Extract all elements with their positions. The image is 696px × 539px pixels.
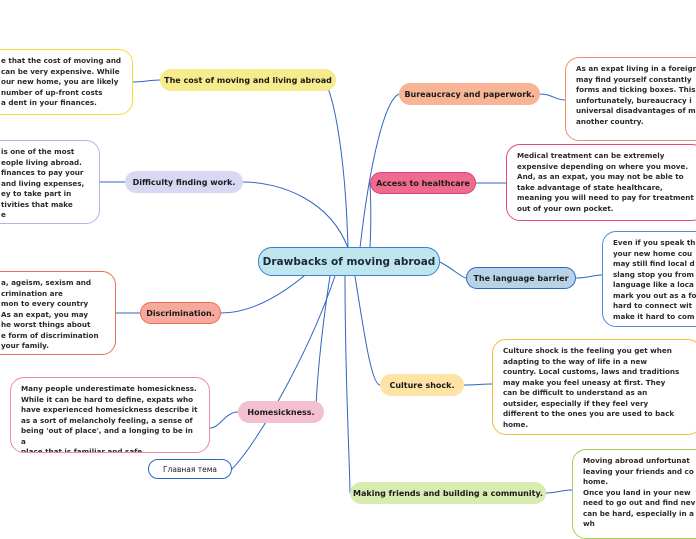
note-bureaucracy: As an expat living in a foreign may find…: [565, 57, 696, 141]
link-work: [242, 181, 349, 249]
central-topic[interactable]: Drawbacks of moving abroad: [258, 247, 440, 276]
topic-work[interactable]: Difficulty finding work.: [125, 171, 243, 193]
topic-friends[interactable]: Making friends and building a community.: [350, 482, 546, 504]
link-home-note: [209, 411, 239, 429]
note-cost: e that the cost of moving and can be ver…: [0, 49, 133, 115]
topic-healthcare[interactable]: Access to healthcare: [370, 172, 476, 194]
link-health: [369, 182, 372, 249]
topic-language[interactable]: The language barrier: [466, 267, 576, 289]
topic-main[interactable]: Главная тема: [148, 459, 232, 479]
note-culture: Culture shock is the feeling you get whe…: [492, 339, 696, 435]
note-discrimination: a, ageism, sexism and crimination are mo…: [0, 271, 116, 355]
link-main: [231, 275, 336, 470]
note-healthcare: Medical treatment can be extremely expen…: [506, 144, 696, 221]
link-lang-note: [575, 274, 603, 279]
topic-home[interactable]: Homesickness.: [238, 401, 324, 423]
topic-bureaucracy[interactable]: Bureaucracy and paperwork.: [399, 83, 540, 105]
topic-disc[interactable]: Discrimination.: [140, 302, 221, 324]
note-language: Even if you speak th your new home cou m…: [602, 231, 696, 327]
link-culture-note: [463, 383, 493, 386]
note-work: is one of the most eople living abroad. …: [0, 140, 100, 224]
link-bur: [359, 93, 400, 249]
link-bur-note: [539, 93, 566, 101]
connector-lines: [99, 79, 603, 494]
link-culture: [354, 275, 381, 386]
link-friends: [344, 275, 351, 494]
link-cost: [321, 79, 349, 249]
topic-cost[interactable]: The cost of moving and living abroad: [160, 69, 336, 91]
link-lang: [439, 261, 467, 279]
note-friends: Moving abroad unfortunat leaving your fr…: [572, 449, 696, 539]
note-homesickness: Many people underestimate homesickness. …: [10, 377, 210, 453]
topic-culture[interactable]: Culture shock.: [380, 374, 464, 396]
link-cost-note: [132, 79, 161, 83]
link-friends-note: [545, 489, 573, 494]
